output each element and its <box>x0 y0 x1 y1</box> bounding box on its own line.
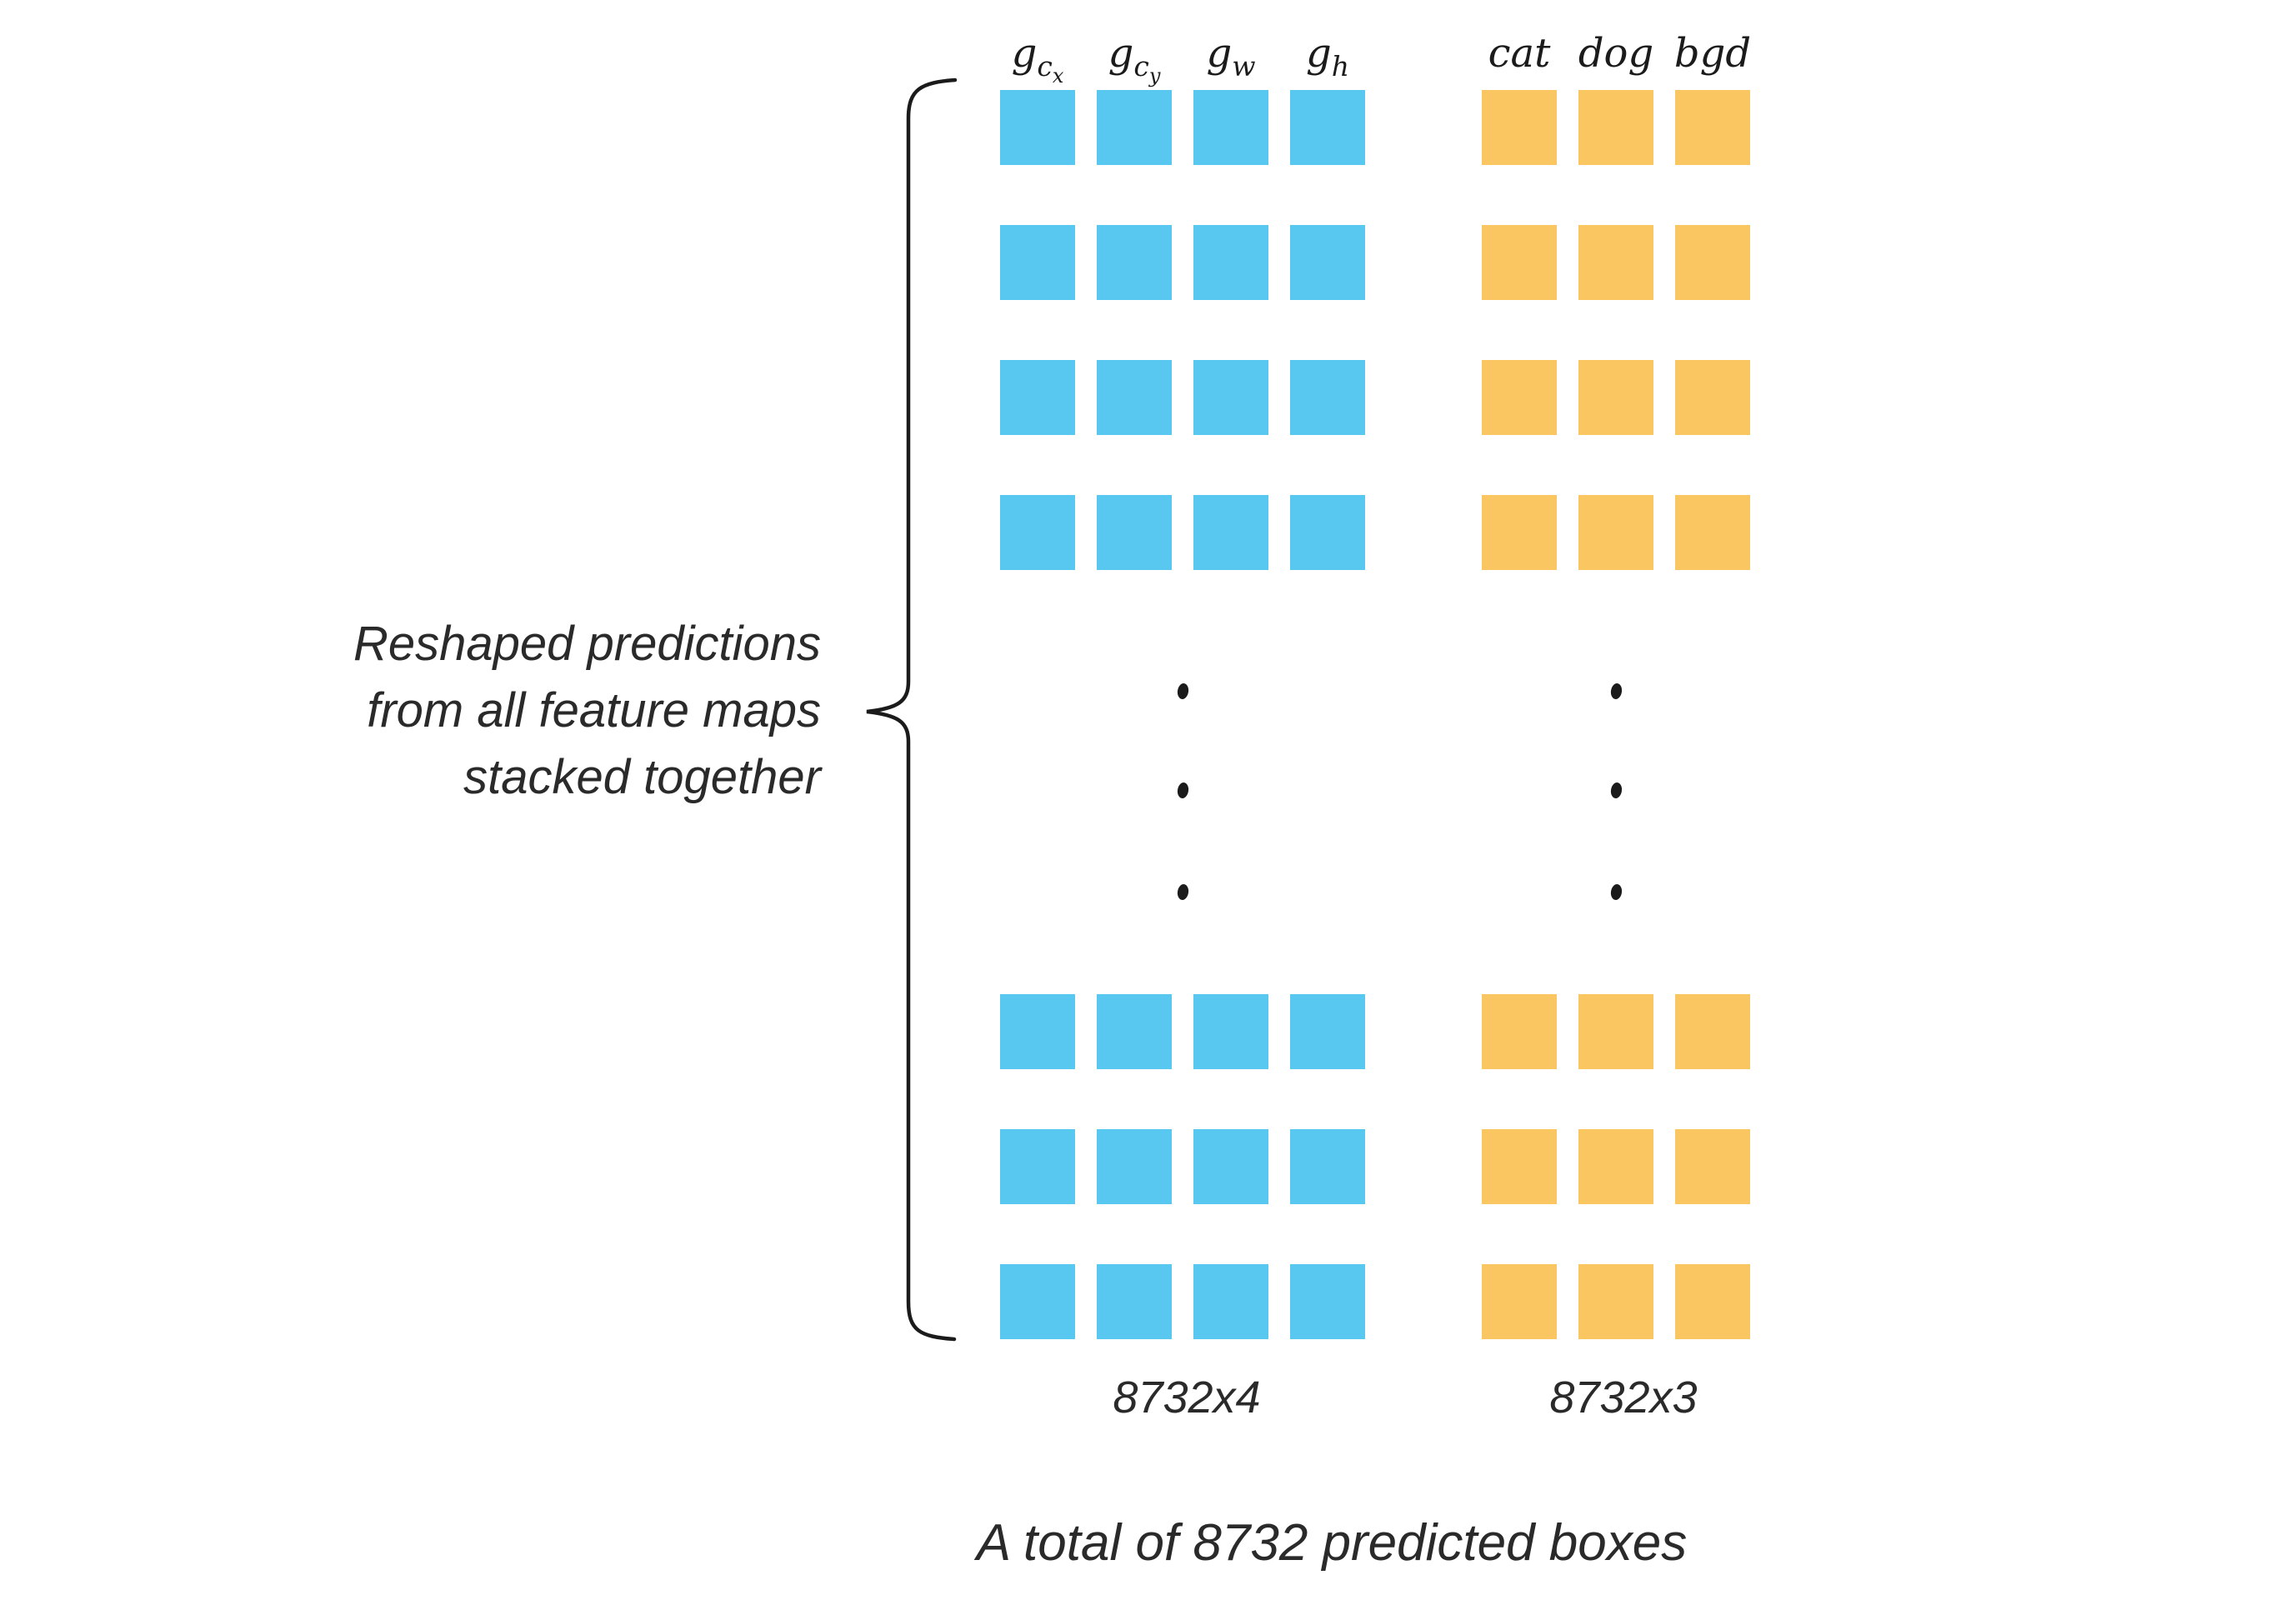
loc-prediction-cell <box>1000 495 1075 570</box>
cls-prediction-cell <box>1675 90 1750 165</box>
cls-prediction-cell <box>1482 360 1557 435</box>
loc-bottom-block <box>1000 994 1365 1339</box>
cls-bottom-block <box>1482 994 1750 1339</box>
cls-top-block <box>1482 90 1750 570</box>
label-subscript: w <box>1232 50 1256 82</box>
loc-prediction-cell <box>1290 994 1365 1069</box>
loc-prediction-cell <box>1000 994 1075 1069</box>
loc-prediction-cell <box>1097 1129 1172 1204</box>
loc-top-block <box>1000 90 1365 570</box>
loc-prediction-cell <box>1193 1129 1268 1204</box>
cls-prediction-cell <box>1675 994 1750 1069</box>
loc-prediction-cell <box>1193 225 1268 300</box>
loc-prediction-cell <box>1000 1264 1075 1339</box>
cls-shape-label: 8732x3 <box>1549 1372 1698 1422</box>
label-subsubscript: x <box>1052 64 1064 88</box>
cls-column-label-cat: cat <box>1448 30 1590 77</box>
cls-prediction-cell <box>1578 225 1653 300</box>
cls-prediction-cell <box>1578 90 1653 165</box>
loc-prediction-cell <box>1000 225 1075 300</box>
loc-column-label-gw: gw <box>1160 30 1302 82</box>
cls-column-label-dog: dog <box>1545 30 1687 77</box>
loc-column-label-gc: gcy <box>1063 30 1205 88</box>
loc-prediction-cell <box>1000 1129 1075 1204</box>
label-subscript: h <box>1331 50 1349 82</box>
loc-prediction-cell <box>1097 1264 1172 1339</box>
cls-prediction-cell <box>1578 360 1653 435</box>
loc-prediction-cell <box>1193 1264 1268 1339</box>
cls-prediction-cell <box>1482 495 1557 570</box>
loc-shape-label: 8732x4 <box>1113 1372 1261 1422</box>
loc-prediction-cell <box>1290 225 1365 300</box>
cls-prediction-cell <box>1578 1129 1653 1204</box>
label-base: cat <box>1488 30 1551 77</box>
loc-prediction-cell <box>1290 495 1365 570</box>
cls-prediction-cell <box>1675 495 1750 570</box>
loc-column-label-gh: gh <box>1257 30 1398 82</box>
loc-prediction-cell <box>1193 360 1268 435</box>
label-base: dog <box>1578 30 1654 77</box>
label-subsubscript: y <box>1148 64 1161 88</box>
label-base: g <box>1011 30 1038 77</box>
loc-prediction-cell <box>1290 360 1365 435</box>
cls-prediction-cell <box>1675 1129 1750 1204</box>
cls-prediction-cell <box>1675 360 1750 435</box>
label-subscript: c <box>1133 50 1149 82</box>
loc-column-label-gc: gcx <box>967 30 1108 88</box>
label-base: g <box>1306 30 1332 77</box>
loc-prediction-cell <box>1097 225 1172 300</box>
cls-prediction-cell <box>1482 90 1557 165</box>
cls-prediction-cell <box>1578 495 1653 570</box>
brace-label-line-2: from all feature maps <box>367 683 821 738</box>
label-base: g <box>1206 30 1233 77</box>
loc-prediction-cell <box>1290 1264 1365 1339</box>
loc-prediction-cell <box>1193 495 1268 570</box>
brace-label-line-3: stacked together <box>463 750 821 804</box>
label-subscript: c <box>1037 50 1053 82</box>
cls-prediction-cell <box>1578 1264 1653 1339</box>
curly-brace-path <box>866 78 958 1342</box>
cls-prediction-cell <box>1482 225 1557 300</box>
brace-label: Reshaped predictions from all feature ma… <box>233 611 821 811</box>
loc-prediction-cell <box>1097 495 1172 570</box>
label-base: g <box>1108 30 1134 77</box>
loc-prediction-cell <box>1097 360 1172 435</box>
loc-prediction-cell <box>1097 994 1172 1069</box>
brace-label-line-1: Reshaped predictions <box>353 617 821 671</box>
loc-prediction-cell <box>1290 90 1365 165</box>
loc-prediction-cell <box>1193 90 1268 165</box>
cls-prediction-cell <box>1482 1264 1557 1339</box>
cls-column-label-bgd: bgd <box>1642 30 1783 77</box>
cls-prediction-cell <box>1675 225 1750 300</box>
loc-prediction-cell <box>1000 360 1075 435</box>
cls-prediction-cell <box>1578 994 1653 1069</box>
label-base: bgd <box>1673 30 1752 77</box>
loc-prediction-cell <box>1290 1129 1365 1204</box>
cls-prediction-cell <box>1675 1264 1750 1339</box>
cls-prediction-cell <box>1482 994 1557 1069</box>
loc-prediction-cell <box>1193 994 1268 1069</box>
loc-prediction-cell <box>1097 90 1172 165</box>
figure-caption: A total of 8732 predicted boxes <box>976 1514 1688 1572</box>
loc-prediction-cell <box>1000 90 1075 165</box>
cls-prediction-cell <box>1482 1129 1557 1204</box>
